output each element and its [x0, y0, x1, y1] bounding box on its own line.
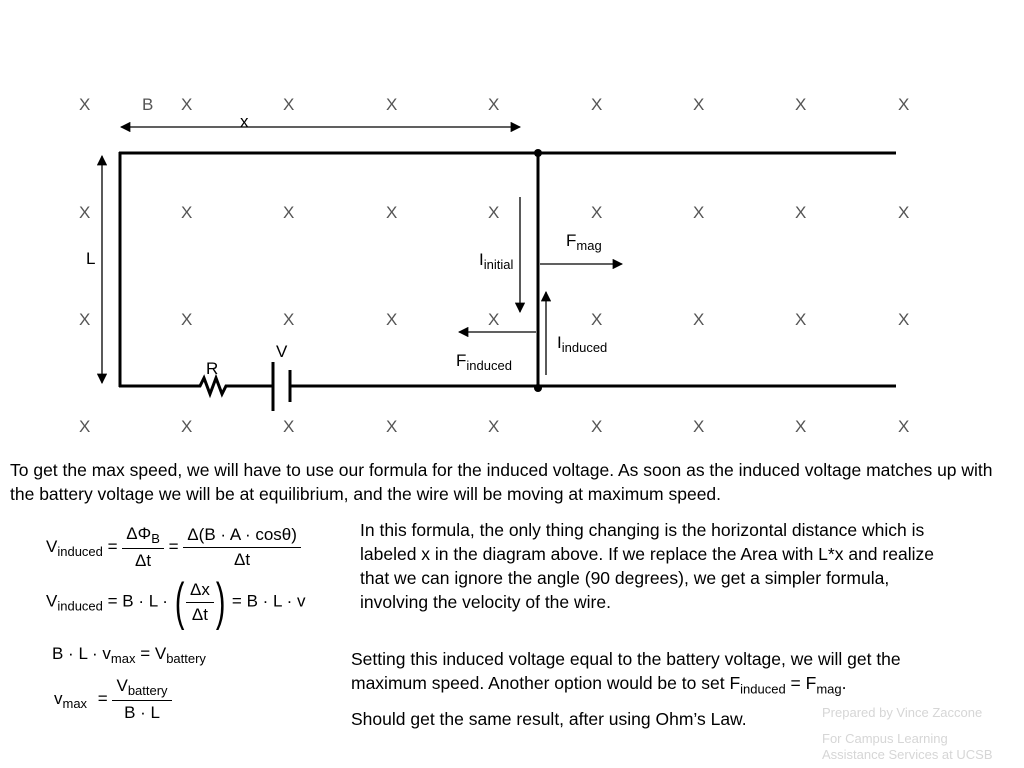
field-x-mark: X — [591, 95, 602, 114]
field-x-mark: X — [693, 310, 704, 329]
field-x-mark: X — [283, 95, 294, 114]
field-x-mark: X — [79, 310, 90, 329]
circuit-wires — [118, 151, 896, 388]
field-x-mark: X — [693, 417, 704, 436]
field-x-mark: X — [488, 417, 499, 436]
field-x-mark: X — [386, 95, 397, 114]
setting-text: Setting this induced voltage equal to th… — [351, 649, 901, 693]
field-x-mark: X — [795, 310, 806, 329]
field-x-mark: X — [488, 95, 499, 114]
credit-prepared-by: Prepared by Vince Zaccone — [822, 705, 983, 720]
resistor — [192, 373, 234, 399]
field-x-mark: X — [795, 203, 806, 222]
field-x-mark: X — [591, 203, 602, 222]
equation-equilibrium: B · L · vmax = Vbattery — [52, 644, 206, 666]
field-x-mark: X — [488, 203, 499, 222]
rod-contact-top — [534, 149, 542, 157]
force-equality: Finduced = Fmag. — [729, 673, 847, 697]
ohm-law-note: Should get the same result, after using … — [351, 709, 747, 729]
x-dimension-label: x — [240, 112, 249, 131]
field-x-mark: X — [591, 310, 602, 329]
resistor-label: R — [206, 359, 218, 378]
rail-circuit-diagram: X X X X X X X X X X X X X X X X X X X X … — [79, 95, 909, 436]
field-x-mark: X — [898, 417, 909, 436]
field-x-mark: X — [181, 417, 192, 436]
field-x-mark: X — [488, 310, 499, 329]
initial-current-label: Iinitial — [479, 250, 513, 272]
field-x-mark: X — [898, 203, 909, 222]
field-x-mark: X — [79, 417, 90, 436]
field-x-mark: X — [386, 203, 397, 222]
field-x-mark: X — [181, 95, 192, 114]
field-x-mark: X — [591, 417, 602, 436]
field-x-mark: X — [795, 417, 806, 436]
field-label-b: B — [142, 95, 153, 114]
magnetic-force-label: Fmag — [566, 231, 602, 253]
explanation-paragraph: In this formula, the only thing changing… — [360, 520, 934, 612]
field-x-mark: X — [283, 203, 294, 222]
field-x-mark: X — [79, 203, 90, 222]
induced-force-label: Finduced — [456, 351, 512, 373]
setting-paragraph: Setting this induced voltage equal to th… — [351, 647, 963, 702]
field-x-mark: X — [283, 417, 294, 436]
battery-label: V — [276, 342, 288, 361]
field-x-mark: X — [386, 417, 397, 436]
field-x-mark: X — [283, 310, 294, 329]
field-x-mark: X — [693, 203, 704, 222]
field-x-mark: X — [898, 95, 909, 114]
induced-current-label: Iinduced — [557, 333, 607, 355]
field-x-mark: X — [79, 95, 90, 114]
field-x-mark: X — [386, 310, 397, 329]
field-x-mark: X — [693, 95, 704, 114]
l-dimension-label: L — [86, 249, 95, 268]
rod-contact-bottom — [534, 384, 542, 392]
field-x-mark: X — [898, 310, 909, 329]
field-x-mark: X — [181, 310, 192, 329]
magnetic-field-marks: X X X X X X X X X X X X X X X X X X X X … — [79, 95, 909, 436]
field-x-mark: X — [795, 95, 806, 114]
intro-paragraph: To get the max speed, we will have to us… — [10, 460, 993, 504]
field-x-mark: X — [181, 203, 192, 222]
